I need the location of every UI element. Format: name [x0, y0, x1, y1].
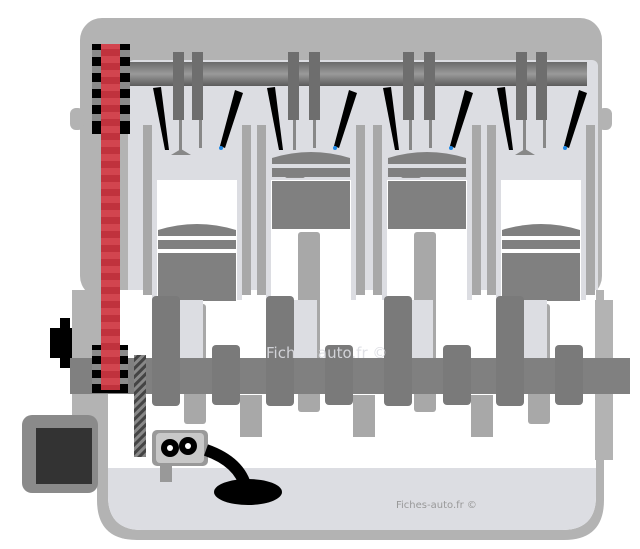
cylinder-3: [373, 87, 481, 412]
piston-skirt: [272, 181, 350, 229]
crank-web: [555, 345, 583, 405]
oil-sump: [108, 468, 596, 530]
piston-ring: [272, 168, 350, 177]
valve-head: [171, 149, 191, 155]
crank-web: [443, 345, 471, 405]
piston-ring: [388, 168, 466, 177]
cam-lobe: [516, 52, 527, 120]
watermark-center: Fiches-auto.fr ©: [266, 344, 387, 362]
crank-web: [325, 345, 353, 405]
spark-plug-tip: [563, 146, 567, 150]
piston-crown: [158, 224, 236, 236]
cam-lobe: [403, 52, 414, 120]
piston-skirt: [388, 181, 466, 229]
valve-head: [515, 149, 535, 155]
crank-web: [266, 296, 294, 406]
cam-lobe: [536, 52, 547, 120]
cam-lobe: [309, 52, 320, 120]
piston-crown: [272, 152, 350, 164]
piston-crown: [388, 152, 466, 164]
pump-gear-icon: [161, 437, 197, 457]
injector: [153, 87, 169, 150]
crank-web: [152, 296, 180, 406]
spark-plug-tip: [219, 146, 223, 150]
camshaft: [125, 52, 587, 120]
watermark-oil-pan: Fiches-auto.fr ©: [396, 500, 477, 511]
timing-belt: [101, 44, 120, 390]
spark-plug: [334, 90, 357, 148]
piston-ring: [502, 240, 580, 249]
crank-web: [496, 296, 524, 406]
cam-lobe: [173, 52, 184, 120]
piston-ring: [158, 240, 236, 249]
injector: [267, 87, 283, 150]
cam-lobe: [424, 52, 435, 120]
cylinder-4: [487, 87, 595, 424]
injector: [383, 87, 399, 150]
cylinder-1: [143, 87, 251, 424]
spark-plug-tip: [449, 146, 453, 150]
piston-crown: [502, 224, 580, 236]
crank-web: [212, 345, 240, 405]
piston-skirt: [158, 253, 236, 301]
spark-plug: [220, 90, 243, 148]
cam-lobe: [288, 52, 299, 120]
oil-pump: [152, 430, 282, 505]
injector: [497, 87, 513, 150]
main-bearing-cap: [240, 395, 262, 437]
main-bearing-cap: [353, 395, 375, 437]
spark-plug: [450, 90, 473, 148]
crank-web: [384, 296, 412, 406]
cylinders: [143, 87, 595, 424]
piston-skirt: [502, 253, 580, 301]
oil-pump-drive-shaft: [134, 355, 146, 457]
spark-plug-tip: [333, 146, 337, 150]
cam-lobe: [192, 52, 203, 120]
oil-pickup: [214, 479, 282, 505]
main-bearing-cap: [471, 395, 493, 437]
spark-plug: [564, 90, 587, 148]
crankshaft: [70, 296, 630, 437]
alternator: [22, 415, 98, 493]
